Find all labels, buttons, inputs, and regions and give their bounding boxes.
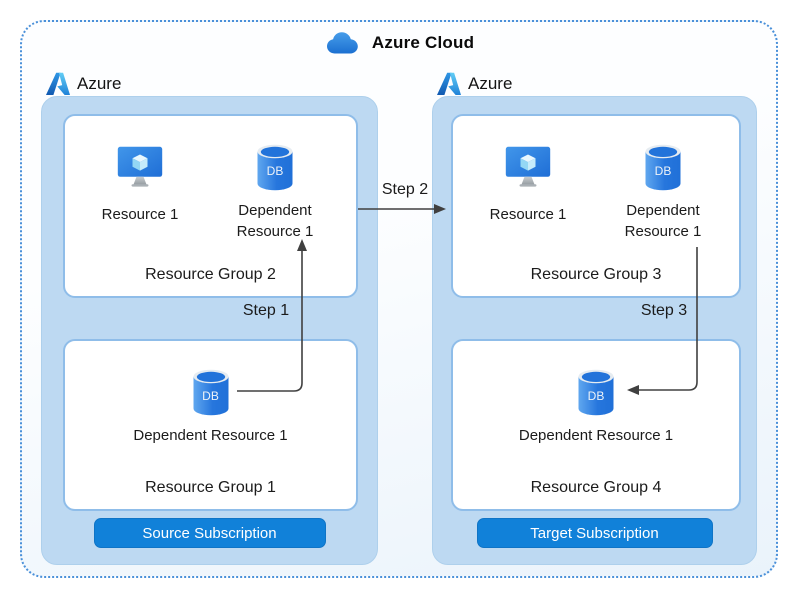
db-icon-label: DB (202, 389, 219, 403)
source-azure-brand: Azure (44, 71, 121, 97)
resource-group-2-box: Resource 1 DB Dependent Resource 1 Resou… (63, 114, 358, 298)
step-3-label: Step 3 (640, 302, 688, 319)
resource-group-1-label: Resource Group 1 (145, 479, 276, 496)
database-icon: DB (255, 144, 295, 191)
azure-brand-label: Azure (468, 74, 513, 93)
dependent-resource-1-label: Dependent Resource 1 (236, 202, 314, 240)
db-icon-label: DB (654, 164, 672, 178)
diagram-title-row: Azure Cloud (0, 31, 800, 55)
cloud-icon (326, 31, 362, 55)
vm-monitor-icon (117, 146, 163, 188)
source-subscription-panel: Azure Resource 1 DB Dependent Resource 1… (41, 96, 378, 565)
resource-group-1-box: DB Dependent Resource 1 Resource Group 1 (63, 339, 358, 511)
dependent-resource-1-label: Dependent Resource 1 (624, 202, 702, 240)
source-subscription-badge: Source Subscription (93, 518, 326, 548)
step-1-label: Step 1 (242, 302, 290, 319)
database-icon: DB (643, 144, 683, 191)
target-subscription-badge: Target Subscription (476, 518, 713, 548)
resource-group-3-box: Resource 1 DB Dependent Resource 1 Resou… (451, 114, 741, 298)
db-icon-label: DB (266, 164, 284, 178)
target-subscription-panel: Azure Resource 1 DB Dependent Resource 1… (432, 96, 757, 565)
azure-logo-icon (44, 71, 70, 97)
resource-group-4-box: DB Dependent Resource 1 Resource Group 4 (451, 339, 741, 511)
target-azure-brand: Azure (435, 71, 512, 97)
azure-logo-icon (435, 71, 461, 97)
resource-1-label: Resource 1 (489, 206, 567, 223)
database-icon: DB (576, 369, 616, 416)
vm-monitor-icon (505, 146, 551, 188)
resource-group-4-label: Resource Group 4 (530, 479, 662, 496)
resource-group-2-label: Resource Group 2 (145, 266, 276, 283)
dependent-resource-1-label: Dependent Resource 1 (518, 427, 674, 444)
diagram-title: Azure Cloud (371, 33, 475, 52)
resource-1-label: Resource 1 (101, 206, 179, 223)
azure-brand-label: Azure (77, 74, 122, 93)
db-icon-label: DB (587, 389, 605, 403)
step-2-label: Step 2 (381, 181, 429, 198)
resource-group-3-label: Resource Group 3 (530, 266, 662, 283)
database-icon: DB (191, 369, 231, 416)
dependent-resource-1-label: Dependent Resource 1 (133, 427, 288, 444)
